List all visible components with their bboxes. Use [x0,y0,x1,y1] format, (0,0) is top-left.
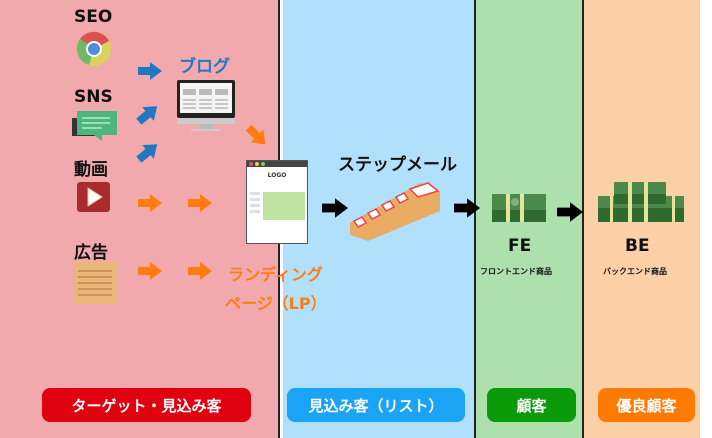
chrome-icon [77,31,111,66]
arrow-icon [557,202,583,222]
seo-label: SEO [74,7,113,27]
money-stacks-icon [598,182,684,222]
chat-bubble-icon [72,111,117,141]
browser-bar [247,161,307,167]
step-mail-label: ステップメール [338,155,457,175]
step-envelopes-icon [350,182,440,241]
fe-title: FE [508,236,532,256]
divider [582,0,584,438]
stage-customer-badge: 顧客 [487,388,576,422]
stage-target-badge: ターゲット・見込み客 [42,388,251,422]
fe-subtitle: フロントエンド商品 [480,267,552,276]
arrow-icon [322,198,348,218]
logo-text: LOGO [267,172,287,179]
ad-label: 広告 [74,243,108,263]
arrow-icon [454,198,480,218]
money-stack-icon [492,194,546,222]
arrow-icon [138,62,162,80]
desktop-monitor-icon [177,80,235,131]
arrow-icon [188,194,212,212]
arrow-icon [138,194,162,212]
stage-premium-badge: 優良顧客 [598,388,695,422]
lp-label-line2: ページ（LP） [225,294,327,313]
video-play-icon [77,182,110,212]
blog-label: ブログ [179,57,230,77]
be-title: BE [625,236,650,256]
lp-label-line1: ランディング [228,265,323,284]
arrow-icon [188,262,212,280]
stage-list-badge: 見込み客（リスト） [287,388,465,422]
be-subtitle: バックエンド商品 [603,267,667,276]
sns-label: SNS [74,87,113,107]
arrow-icon [138,262,162,280]
video-label: 動画 [74,160,108,180]
landing-page-mockup: LOGO [246,160,308,244]
divider [474,0,476,438]
flyer-icon [73,262,117,304]
hero-image [263,192,305,220]
